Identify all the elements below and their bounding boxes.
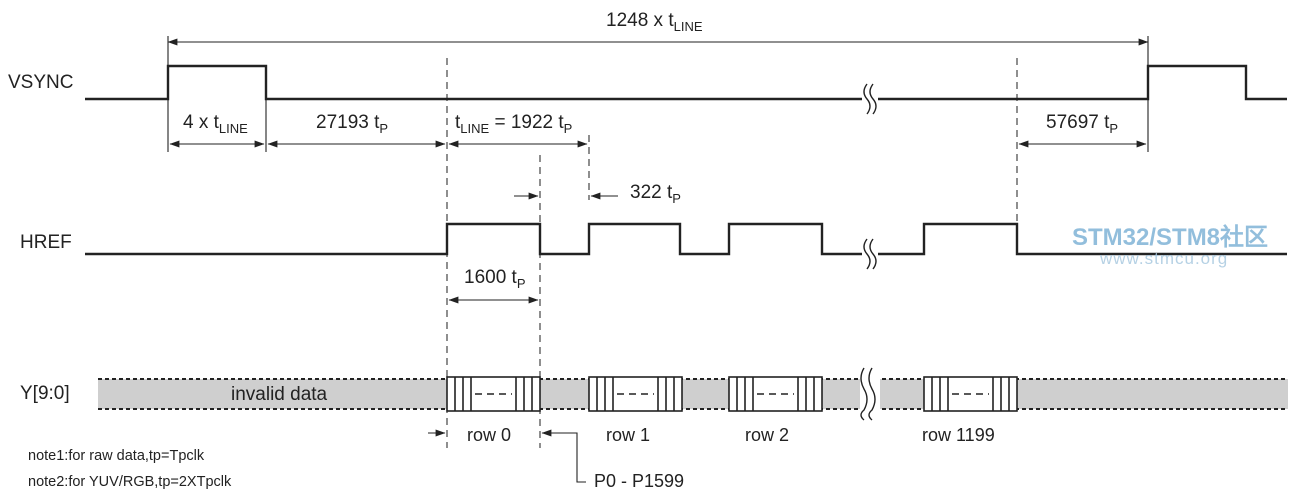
- watermark-url: www.stmcu.org: [1099, 249, 1228, 268]
- invalid-data-band: [98, 379, 1288, 409]
- bus-break-gap: [860, 374, 880, 414]
- row-1199-block: [923, 376, 1018, 412]
- note-1: note1:for raw data,tp=Tpclk: [28, 448, 205, 464]
- href-label: HREF: [20, 232, 72, 253]
- href-active-label: 1600 tP: [464, 267, 526, 291]
- row-2-block: [728, 376, 823, 412]
- vsync-break-mark: [863, 83, 877, 115]
- invalid-data-label: invalid data: [231, 384, 328, 405]
- line-period-label: tLINE = 1922 tP: [455, 112, 572, 136]
- row-label-1199: row 1199: [922, 425, 995, 445]
- row-0-block: [446, 376, 541, 412]
- row-label-1: row 1: [606, 425, 650, 445]
- pixel-callout-line: [572, 432, 586, 483]
- row-label-0: row 0: [467, 425, 511, 445]
- href-gap-label: 322 tP: [630, 182, 681, 206]
- frame-duration-label: 1248 x tLINE: [606, 10, 703, 34]
- row-label-2: row 2: [745, 425, 789, 445]
- vsync-pulse-label: 4 x tLINE: [183, 112, 248, 136]
- row-1-block: [588, 376, 683, 412]
- vsync-waveform: [85, 64, 1287, 101]
- href-break-mark: [863, 238, 877, 270]
- row-blocks: [446, 376, 1018, 412]
- href-waveform: [85, 222, 1287, 256]
- front-porch-label: 27193 tP: [316, 112, 388, 136]
- bus-break-mark: [860, 367, 876, 421]
- vsync-label: VSYNC: [8, 72, 73, 93]
- y-bus-label: Y[9:0]: [20, 383, 70, 404]
- back-porch-label: 57697 tP: [1046, 112, 1118, 136]
- pixel-range-label: P0 - P1599: [594, 471, 684, 491]
- note-2: note2:for YUV/RGB,tp=2XTpclk: [28, 474, 232, 490]
- watermark-title: STM32/STM8社区: [1072, 223, 1268, 251]
